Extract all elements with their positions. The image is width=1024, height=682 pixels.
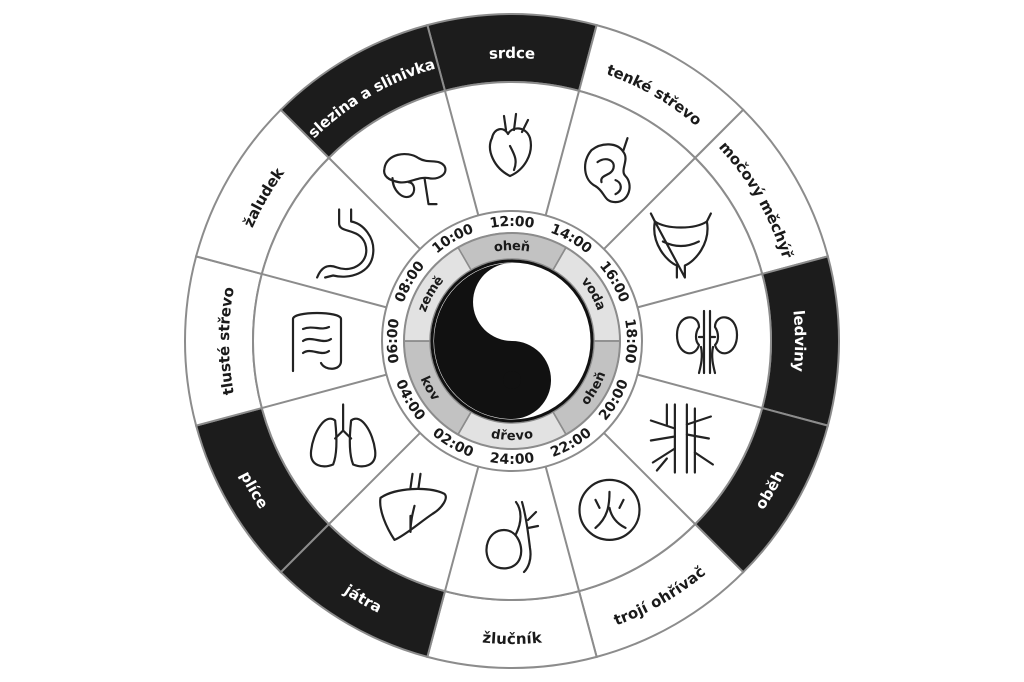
time-label: 12:00 [489, 214, 536, 232]
gallbladder-icon [485, 500, 540, 574]
organ-label: ledviny [790, 309, 810, 372]
time-label: 06:00 [385, 317, 403, 364]
large-intestine-icon [291, 311, 343, 373]
segment-divider [603, 432, 696, 525]
blood-vessels-icon [649, 403, 714, 474]
yin-yang-icon [430, 259, 594, 423]
small-intestine-icon [584, 137, 631, 204]
segment-divider [544, 466, 581, 592]
organ-label: tlusté střevo [214, 286, 237, 397]
bladder-icon [649, 212, 712, 279]
segment-divider [443, 466, 480, 592]
segment-divider [261, 373, 387, 410]
segment-divider [544, 90, 581, 216]
segment-divider [603, 157, 696, 250]
time-label: 24:00 [489, 450, 536, 468]
fire-symbol-icon [578, 478, 641, 541]
time-label: 18:00 [621, 318, 639, 365]
kidneys-icon [675, 309, 739, 375]
organ-label: žlučník [482, 628, 544, 648]
segment-divider [637, 272, 763, 309]
segment-divider [261, 272, 387, 309]
heart-icon [488, 112, 532, 178]
segment-divider [328, 157, 421, 250]
segment-divider [637, 373, 763, 410]
segment-divider [328, 432, 421, 525]
pancreas-icon [383, 152, 447, 206]
segment-divider [443, 90, 480, 216]
stomach-icon [316, 208, 375, 279]
liver-icon [379, 472, 447, 541]
element-label: dřevo [490, 426, 534, 443]
organ-label: srdce [488, 43, 535, 62]
lungs-icon [309, 403, 377, 468]
